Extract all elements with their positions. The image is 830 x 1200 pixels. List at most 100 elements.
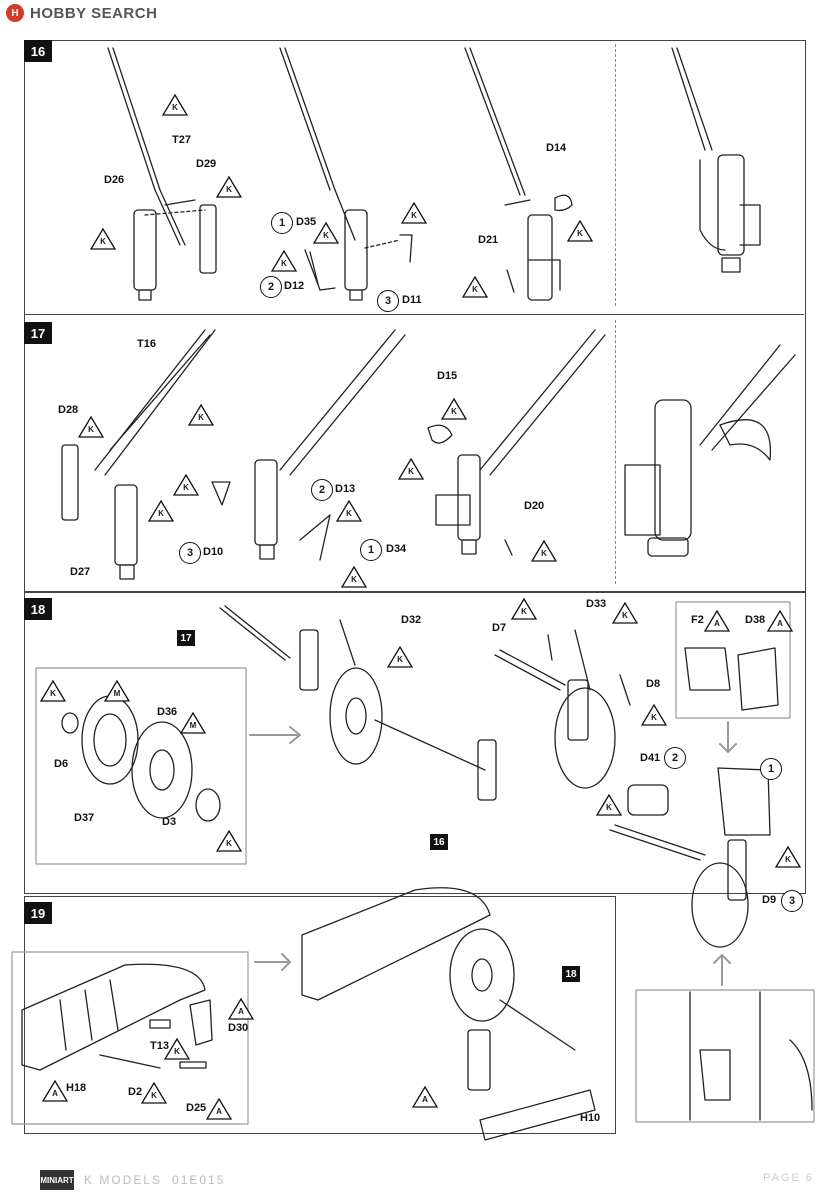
- footer-model-text: K MODELS: [84, 1173, 163, 1187]
- part-marker-K: K: [173, 474, 199, 496]
- strut-assembly-17b: [211, 329, 406, 561]
- part-marker-K: K: [387, 646, 413, 668]
- part-label-T13: T13: [150, 1040, 169, 1052]
- part-label-D26: D26: [104, 174, 125, 186]
- fairing-subassembly: [11, 951, 249, 1125]
- part-label-D32: D32: [401, 614, 422, 626]
- part-label-D20: D20: [524, 500, 545, 512]
- part-label-D35: D35: [296, 216, 317, 228]
- part-label-D34: D34: [386, 543, 407, 555]
- ref-step-18: 18: [562, 966, 580, 982]
- step-badge-18: 18: [24, 598, 52, 620]
- miniart-logo: MINIART: [40, 1170, 74, 1190]
- part-label-D13: D13: [335, 483, 356, 495]
- part-marker-A: A: [704, 610, 730, 632]
- part-label-T16: T16: [137, 338, 156, 350]
- part-label-D10: D10: [203, 546, 224, 558]
- part-marker-K: K: [216, 830, 242, 852]
- part-marker-K: K: [775, 846, 801, 868]
- part-marker-K: K: [596, 794, 622, 816]
- part-marker-K: K: [141, 1082, 167, 1104]
- order-number-2-step18: 2: [664, 747, 686, 769]
- strut-assembly-17a: [61, 329, 216, 580]
- footer-page-number: PAGE 6: [763, 1172, 814, 1184]
- order-number-1-step17: 1: [360, 539, 382, 561]
- part-marker-K: K: [148, 500, 174, 522]
- gear-assembly-18-right: [494, 629, 631, 789]
- part-label-D15: D15: [437, 370, 458, 382]
- part-marker-K: K: [78, 416, 104, 438]
- part-marker-K: K: [313, 222, 339, 244]
- part-marker-K: K: [40, 680, 66, 702]
- part-marker-K: K: [641, 704, 667, 726]
- bracket-subassembly: [675, 601, 791, 719]
- logo-mark-icon: H: [6, 4, 24, 22]
- gear-assembly-18-center: [219, 605, 497, 801]
- part-label-D30: D30: [228, 1022, 249, 1034]
- part-marker-M: M: [180, 712, 206, 734]
- part-label-D41: D41: [640, 752, 661, 764]
- order-number-3-step17: 3: [179, 542, 201, 564]
- strut-assembly-17-result: [624, 344, 796, 557]
- part-marker-K: K: [441, 398, 467, 420]
- strut-assembly-16b: [279, 47, 413, 301]
- part-label-D11: D11: [402, 294, 422, 306]
- part-label-D2: D2: [128, 1086, 143, 1098]
- ref-step-17: 17: [177, 630, 195, 646]
- part-label-D7: D7: [492, 622, 507, 634]
- section-frame-16-17: [24, 40, 806, 592]
- part-marker-K: K: [612, 602, 638, 624]
- part-label-D38: D38: [745, 614, 766, 626]
- section-frame-19: [24, 896, 616, 1134]
- row-divider: [24, 314, 804, 315]
- part-marker-K: K: [401, 202, 427, 224]
- part-marker-K: K: [336, 500, 362, 522]
- part-label-D21: D21: [478, 234, 499, 246]
- part-marker-A: A: [42, 1080, 68, 1102]
- hobby-search-logo: H HOBBY SEARCH: [6, 4, 157, 22]
- part-marker-A: A: [767, 610, 793, 632]
- part-label-D12: D12: [284, 280, 305, 292]
- divider-16: [615, 44, 616, 306]
- order-number-1-step16: 1: [271, 212, 293, 234]
- part-marker-K: K: [271, 250, 297, 272]
- part-label-D9: D9: [762, 894, 777, 906]
- part-marker-K: K: [164, 1038, 190, 1060]
- order-number-3-step18: 3: [781, 890, 803, 912]
- part-label-T27: T27: [172, 134, 191, 146]
- step-badge-19: 19: [24, 902, 52, 924]
- part-marker-M: M: [104, 680, 130, 702]
- part-label-D29: D29: [196, 158, 217, 170]
- strut-assembly-16c: [464, 47, 573, 301]
- step-badge-17: 17: [24, 322, 52, 344]
- fairing-inset: [635, 989, 815, 1123]
- part-marker-A: A: [228, 998, 254, 1020]
- fairing-assembly-center: [301, 887, 596, 1141]
- part-label-D25: D25: [186, 1102, 207, 1114]
- part-label-D6: D6: [54, 758, 69, 770]
- part-label-H18: H18: [66, 1082, 87, 1094]
- footer-kit-code: 01E015: [172, 1173, 226, 1187]
- step-badge-16: 16: [24, 40, 52, 62]
- strut-assembly-16-result: [671, 47, 761, 273]
- part-label-D37: D37: [74, 812, 95, 824]
- logo-text: HOBBY SEARCH: [30, 4, 158, 22]
- strut-assembly-16a: [107, 47, 217, 301]
- part-label-H10: H10: [580, 1112, 601, 1124]
- part-marker-A: A: [412, 1086, 438, 1108]
- part-marker-K: K: [341, 566, 367, 588]
- part-label-D8: D8: [646, 678, 661, 690]
- part-marker-K: K: [398, 458, 424, 480]
- part-label-D28: D28: [58, 404, 79, 416]
- part-label-D27: D27: [70, 566, 91, 578]
- part-label-D33: D33: [586, 598, 607, 610]
- section-frame-18: [24, 592, 806, 894]
- order-number-2-step16: 2: [260, 276, 282, 298]
- part-marker-K: K: [511, 598, 537, 620]
- part-label-D14: D14: [546, 142, 567, 154]
- order-number-1-step18: 1: [760, 758, 782, 780]
- part-marker-A: A: [206, 1098, 232, 1120]
- part-label-D36: D36: [157, 706, 178, 718]
